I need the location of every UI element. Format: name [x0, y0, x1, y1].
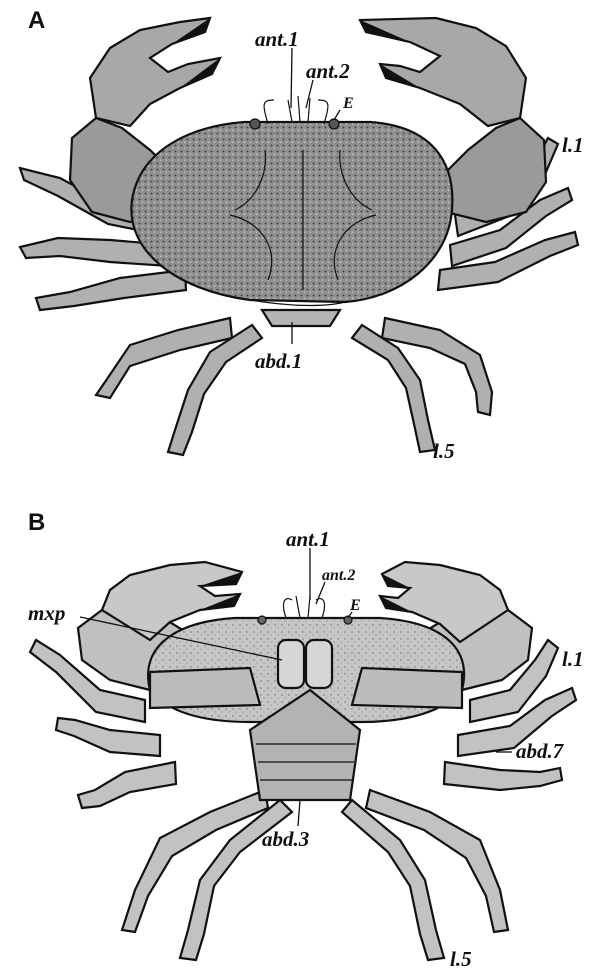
panel-a-eye-leader	[334, 110, 340, 120]
panel-b-label-abd7: abd.7	[516, 739, 565, 763]
panel-b-label-ant2: ant.2	[322, 567, 355, 584]
panel-a-label-ant2: ant.2	[306, 59, 350, 83]
panel-b-label-eye: E	[349, 597, 361, 614]
panel-a-ant1-leader	[291, 48, 292, 108]
panel-a: A	[20, 7, 584, 463]
panel-a-letter: A	[28, 7, 45, 34]
panel-a-label-abd1: abd.1	[255, 349, 302, 373]
panel-a-label-ant1: ant.1	[255, 27, 299, 51]
panel-a-label-leg5: l.5	[433, 439, 455, 463]
panel-b-label-leg5: l.5	[450, 947, 472, 971]
panel-a-label-eye: E	[342, 95, 354, 112]
panel-b-label-leg1: l.1	[562, 647, 584, 671]
panel-b-label-abd3: abd.3	[262, 827, 309, 851]
panel-b-label-ant1: ant.1	[286, 527, 330, 551]
panel-a-label-leg1: l.1	[562, 133, 584, 157]
panel-b-letter: B	[28, 509, 45, 536]
panel-b-abd3-leader	[298, 800, 300, 826]
panel-b-carapace	[148, 596, 464, 800]
panel-b: B	[28, 509, 584, 971]
panel-b-label-mxp: mxp	[28, 601, 65, 625]
